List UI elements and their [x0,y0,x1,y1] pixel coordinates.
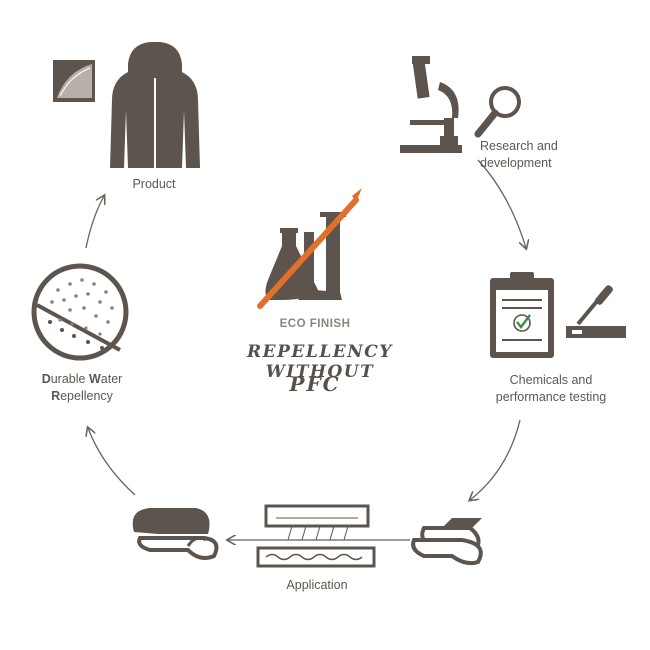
pipette-icon [566,285,626,338]
finishing-bath-icon [256,504,376,568]
chemicals-label-line2: performance testing [495,390,607,404]
rolled-fabric-left-icon [132,508,219,560]
rolled-fabric-right-icon [411,518,483,566]
water-droplet-circle-icon [31,263,129,361]
magnifier-icon [474,86,521,138]
product-label: Product [132,177,176,191]
dwr-label: Durable Water Repellency [20,371,144,405]
clipboard-icon [490,272,554,358]
tagline-pfc: PFC [289,372,341,396]
arrow-dwr-to-product [85,196,104,249]
tagline-repellency: REPELLENCY WITHOUT [247,342,393,382]
arrow-application-to-dwr [88,428,136,496]
arrow-research-to-chemicals [477,159,526,248]
chemicals-label-line1: Chemicals and [509,373,593,387]
research-label: Research and development [480,138,558,172]
research-label-line1: Research and [480,139,558,153]
dwr-label-line1: Durable Water [41,372,123,386]
microscope-icon [400,56,462,153]
arrow-chemicals-to-application [470,419,521,500]
eco-finish-title: ECO FINISH [279,318,351,330]
research-label-line2: development [480,156,552,170]
application-label: Application [286,578,348,592]
chemicals-label: Chemicals and performance testing [486,372,616,406]
fabric-swatch-icon [53,60,95,102]
jacket-icon [110,42,200,168]
no-pfc-slash-stroke [257,197,359,309]
dwr-label-line2: Repellency [51,389,113,403]
